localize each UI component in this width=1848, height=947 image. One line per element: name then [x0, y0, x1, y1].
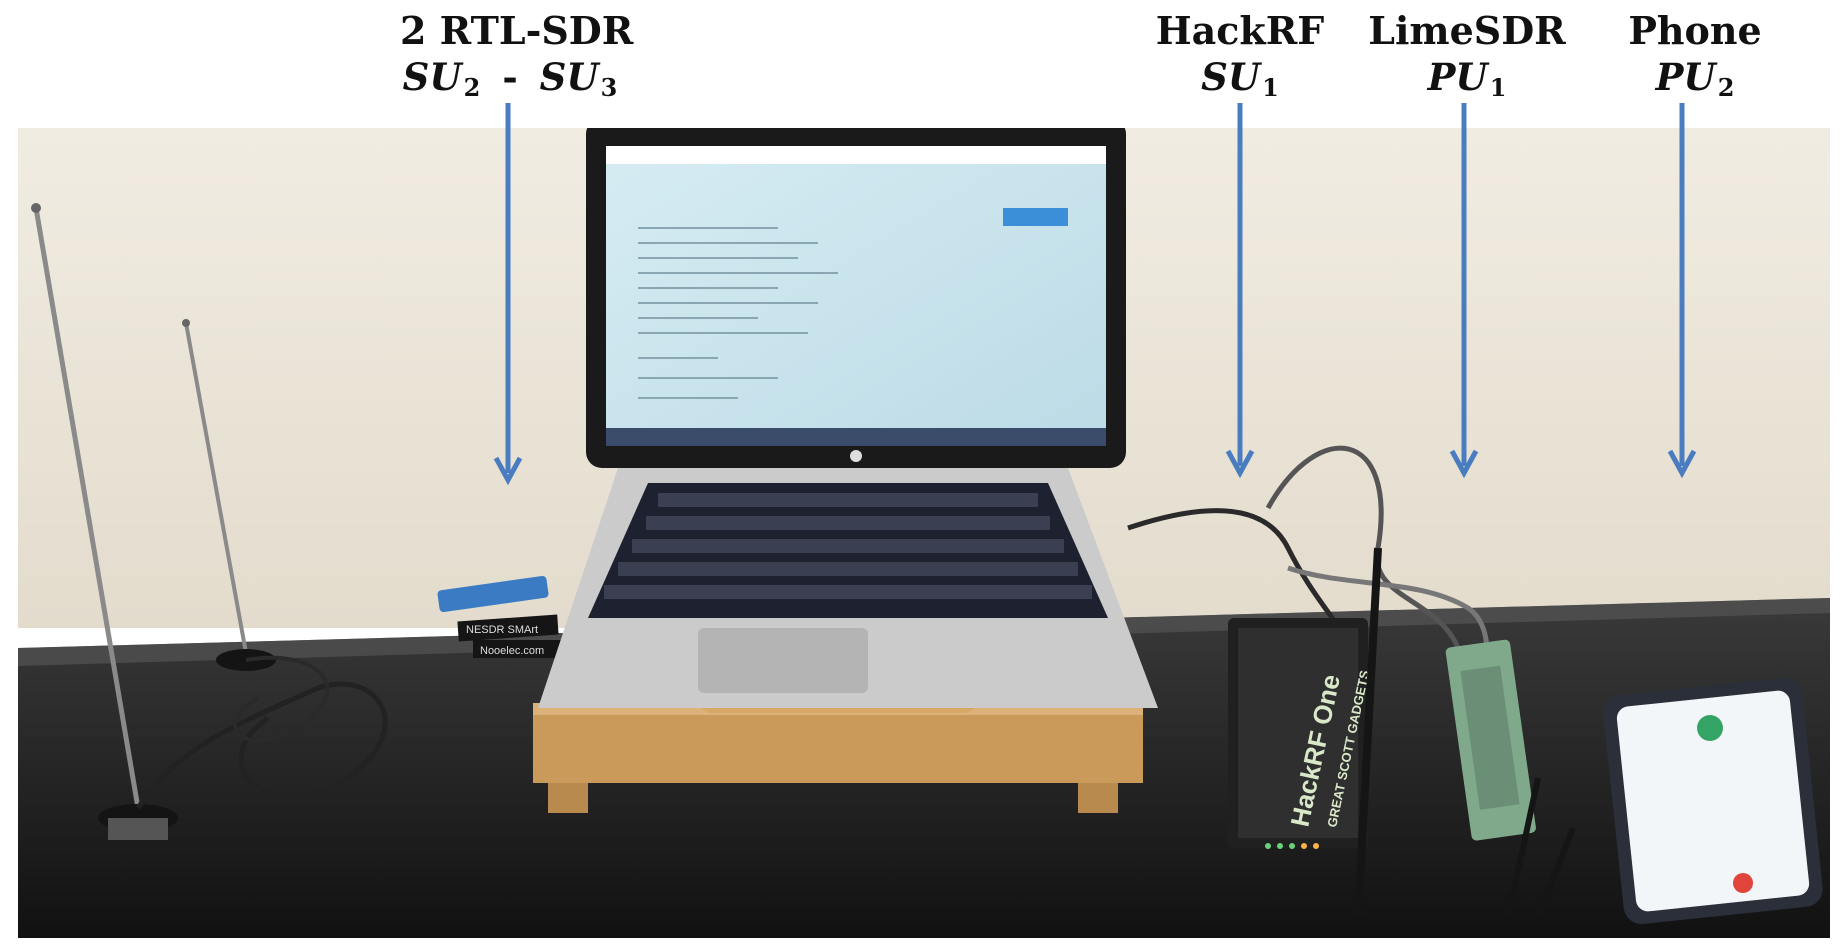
label-hackrf-name: HackRF: [1155, 8, 1325, 53]
pointer-arrows: [493, 128, 1697, 486]
limesdr-device: [1445, 639, 1576, 920]
rtl-sdr-dongles: NESDR SMArt Nooelec.com: [437, 575, 563, 658]
label-rtl-sdr-symbols: SU2-SU3: [402, 55, 618, 102]
antennas: [31, 203, 388, 840]
label-hackrf-symbol: SU1: [1201, 55, 1279, 102]
label-phone-symbol: PU2: [1655, 55, 1735, 102]
label-rtl-sdr: 2 RTL-SDR SU2-SU3: [400, 8, 634, 111]
rtl-brand-text: Nooelec.com: [480, 645, 544, 657]
arrow-tops: [505, 103, 1685, 130]
rtl-model-text: NESDR SMArt: [466, 624, 538, 636]
label-limesdr-symbol: PU1: [1427, 55, 1507, 102]
setup-photo: NESDR SMArt Nooelec.com: [18, 128, 1830, 938]
label-hackrf: HackRF SU1: [1150, 8, 1330, 111]
label-limesdr: LimeSDR PU1: [1362, 8, 1572, 111]
label-phone: Phone PU2: [1610, 8, 1780, 111]
hackrf-device: HackRF One GREAT SCOTT GADGETS: [1228, 547, 1382, 919]
phone-device: [1603, 677, 1823, 925]
label-rtl-sdr-name: 2 RTL-SDR: [400, 8, 634, 53]
label-limesdr-name: LimeSDR: [1368, 8, 1566, 53]
laptop: [538, 128, 1158, 708]
label-phone-name: Phone: [1628, 8, 1762, 53]
